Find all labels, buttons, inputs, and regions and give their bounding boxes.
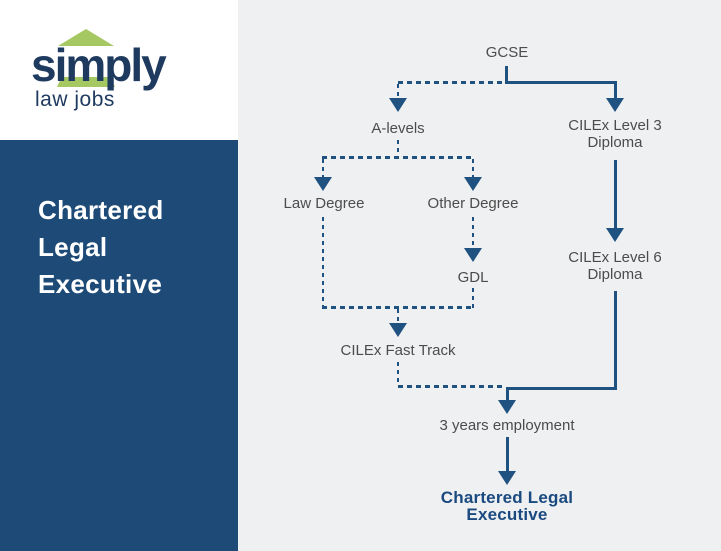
- connector-gcse-to-cilex3-horizontal: [505, 81, 617, 84]
- connector-other-degree-to-gdl: [472, 217, 474, 249]
- node-chartered-legal-executive: Chartered Legal Executive: [440, 488, 574, 524]
- connector-to-law-degree-vertical: [322, 159, 324, 178]
- connector-gcse-stem: [505, 66, 508, 83]
- arrowhead-to-cilex-level-6-icon: [606, 228, 624, 242]
- connector-cilex3-to-cilex6: [614, 160, 617, 229]
- connector-law-degree-down: [322, 217, 324, 308]
- node-cilex-level-3-diploma: CILEx Level 3 Diploma: [568, 117, 662, 151]
- arrowhead-to-cilex-level-3-icon: [606, 98, 624, 112]
- connector-fast-track-to-employment-horizontal: [398, 385, 502, 388]
- brand-logo-subtext: law jobs: [35, 88, 115, 111]
- connector-gdl-down: [472, 288, 474, 308]
- arrowhead-to-alevels-icon: [389, 98, 407, 112]
- arrowhead-to-other-degree-icon: [464, 177, 482, 191]
- arrowhead-to-fast-track-icon: [389, 323, 407, 337]
- connector-to-fast-track-vertical: [397, 309, 399, 324]
- node-gcse: GCSE: [485, 44, 529, 61]
- connector-gcse-to-alevels-vertical: [397, 84, 399, 99]
- sidebar-panel: Chartered Legal Executive: [0, 140, 238, 551]
- connector-fast-track-down: [397, 362, 399, 386]
- arrowhead-to-result-icon: [498, 471, 516, 485]
- connector-to-other-degree-vertical: [472, 159, 474, 178]
- arrowhead-to-gdl-icon: [464, 248, 482, 262]
- connector-merge-horizontal: [322, 306, 475, 309]
- connector-alevels-stem: [397, 140, 399, 157]
- node-a-levels: A-levels: [371, 120, 425, 137]
- arrowhead-to-law-degree-icon: [314, 177, 332, 191]
- connector-gcse-to-alevels-horizontal: [398, 81, 502, 84]
- connector-alevels-split-horizontal: [322, 156, 475, 159]
- logo-card: simply law jobs: [0, 0, 238, 140]
- arrowhead-to-employment-icon: [498, 400, 516, 414]
- node-3-years-employment: 3 years employment: [439, 417, 575, 434]
- connector-gcse-to-cilex3-vertical: [614, 81, 617, 100]
- node-gdl: GDL: [457, 269, 489, 286]
- node-cilex-level-6-diploma: CILEx Level 6 Diploma: [568, 249, 662, 283]
- node-other-degree: Other Degree: [427, 195, 519, 212]
- node-law-degree: Law Degree: [283, 195, 365, 212]
- logo-base-icon: [57, 77, 115, 87]
- connector-cilex6-to-employment-horizontal: [506, 387, 617, 390]
- connector-cilex6-down: [614, 291, 617, 390]
- brand-logo: simply: [31, 39, 167, 91]
- connector-employment-to-result: [506, 437, 509, 473]
- connector-employment-stem: [506, 387, 509, 401]
- node-cilex-fast-track: CILEx Fast Track: [340, 342, 456, 359]
- page-title: Chartered Legal Executive: [38, 195, 164, 299]
